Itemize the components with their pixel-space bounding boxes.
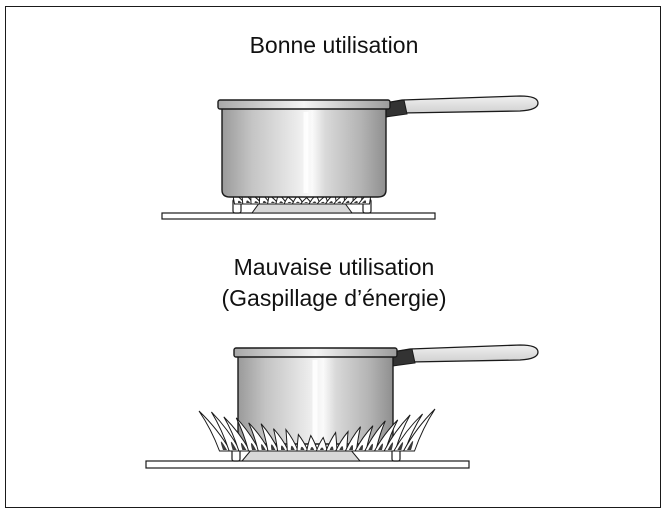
flame-core	[300, 446, 305, 450]
flame-core	[271, 201, 276, 203]
flame-core	[279, 201, 284, 203]
caption-good-usage: Bonne utilisation	[249, 32, 419, 58]
flame-tongue	[363, 420, 386, 452]
flame-core	[220, 441, 227, 450]
cooktop-plate-bad	[145, 460, 470, 469]
flame-tongue	[260, 423, 280, 452]
flame-core	[271, 444, 276, 450]
flame-core	[254, 201, 259, 203]
flame-tongue	[198, 410, 232, 452]
flame-core	[407, 441, 414, 450]
saucepan-icon	[233, 344, 539, 445]
flame-core	[261, 444, 266, 450]
flame-tongue	[344, 426, 361, 452]
flame-core	[377, 443, 383, 450]
flame-core	[337, 201, 342, 203]
flame-core	[290, 445, 295, 450]
flame-core	[304, 202, 309, 203]
bad-usage-scene	[145, 344, 539, 469]
flame-tongue	[223, 416, 251, 452]
flame-tongue	[325, 431, 338, 452]
flame-tongue	[273, 428, 290, 452]
flame-tongue	[402, 408, 436, 452]
flame-tongue	[285, 427, 300, 452]
flame-core	[328, 201, 333, 203]
flame-tongue	[248, 422, 271, 452]
cooktop-plate	[161, 212, 436, 220]
flame-core	[348, 445, 354, 450]
caption-bad-usage: Mauvaise utilisation	[233, 254, 435, 280]
flame-core	[329, 446, 334, 450]
flame-tongue	[296, 433, 309, 452]
flame-core	[339, 446, 344, 450]
flame-tongue	[383, 414, 411, 452]
saucepan-icon	[217, 95, 539, 198]
flame-core	[345, 200, 350, 203]
flame-core	[237, 200, 242, 203]
caption-energy-waste: (Gaspillage d’énergie)	[221, 285, 447, 311]
flame-core	[358, 444, 363, 450]
flame-tongue	[235, 417, 261, 452]
flame-core	[287, 201, 292, 203]
flame-core	[397, 442, 404, 450]
flame-core	[312, 201, 317, 203]
flame-core	[320, 201, 325, 203]
flame-core	[251, 443, 257, 450]
flame-core	[387, 442, 394, 450]
flame-tongue	[306, 434, 319, 452]
flame-core	[262, 200, 267, 203]
flame-core	[295, 201, 300, 203]
flame-core	[230, 441, 237, 450]
flame-core	[368, 443, 373, 450]
flame-icon	[198, 408, 436, 452]
flame-core	[362, 200, 367, 203]
flame-core	[280, 445, 286, 450]
flame-core	[353, 200, 358, 203]
flame-core	[246, 200, 251, 203]
good-usage-scene	[161, 95, 539, 220]
flame-core	[319, 447, 324, 450]
flame-core	[240, 442, 247, 450]
flame-core	[310, 447, 315, 450]
